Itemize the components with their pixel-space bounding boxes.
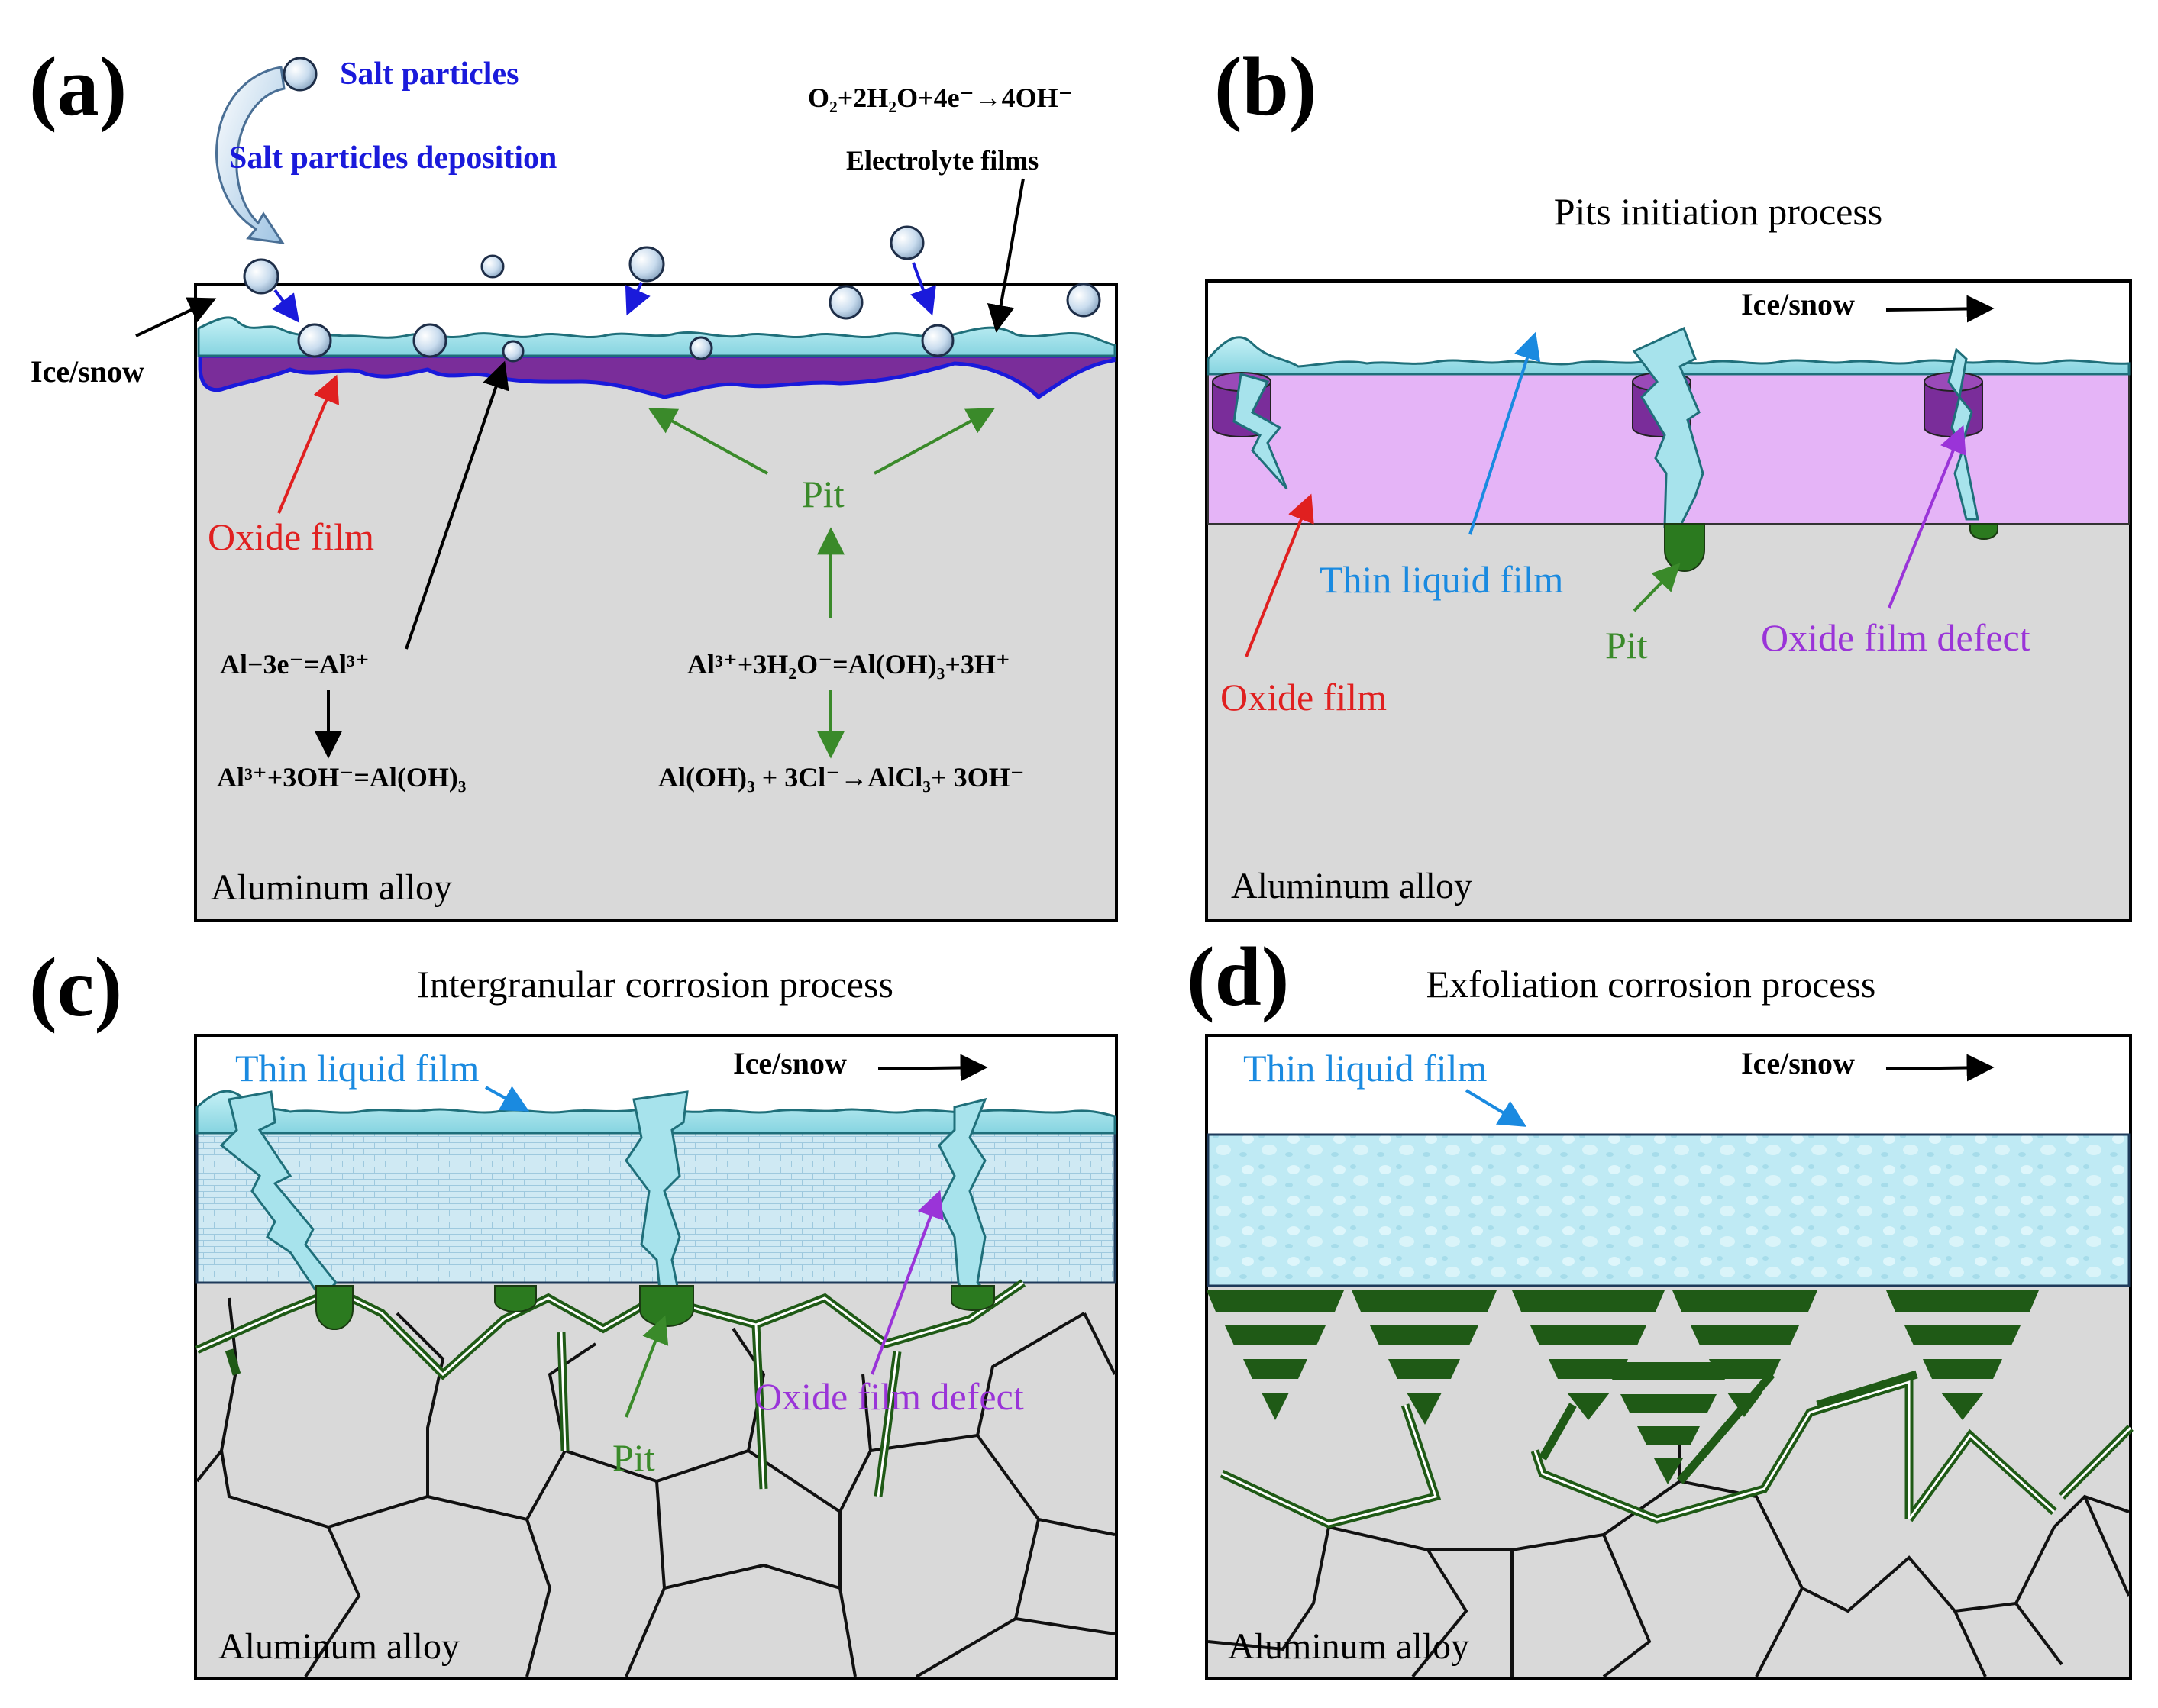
- alloy-label: Aluminum alloy: [1228, 1626, 1469, 1667]
- panel-a-label: (a): [29, 40, 127, 133]
- ice-snow-label: Ice/snow: [733, 1046, 847, 1080]
- deposition-curved-arrow: [215, 66, 286, 244]
- salt-deposition-label: Salt particles deposition: [229, 140, 557, 176]
- salt-particle-icon: [283, 57, 318, 92]
- electrolyte-films-arrow: [987, 178, 1025, 333]
- thin-liquid-film-label: Thin liquid film: [235, 1047, 480, 1090]
- anodic-reaction: Al−3e⁻=Al³⁺: [220, 649, 370, 680]
- oxide-defect-label: Oxide film defect: [754, 1375, 1024, 1418]
- crack-shape: [625, 1090, 689, 1300]
- deposition-arrow: [625, 282, 651, 316]
- oxide-defect-arrow: [1888, 425, 1966, 609]
- ice-snow-direction-arrow: [1885, 1054, 1995, 1082]
- oxide-film-label: Oxide film: [208, 515, 374, 558]
- panel-a: (a) Salt particles Salt particles deposi…: [29, 40, 1118, 922]
- pit-arrow: [625, 1315, 669, 1418]
- pit-shape: [494, 1285, 537, 1312]
- ice-snow-direction-arrow: [877, 1054, 988, 1082]
- panel-d-title: Exfoliation corrosion process: [1426, 963, 1876, 1006]
- thin-liquid-film-arrow: [485, 1086, 530, 1112]
- pit-shape: [639, 1285, 694, 1327]
- oxide-defect-arrow: [871, 1190, 944, 1375]
- salt-particle-icon: [628, 246, 665, 283]
- panel-b-title: Pits initiation process: [1554, 190, 1883, 233]
- pit-shape: [951, 1285, 995, 1311]
- intergranular-path-core: [1221, 1380, 2132, 1526]
- deposition-arrow: [272, 289, 300, 323]
- salt-particle-icon: [480, 254, 505, 279]
- oxide-film-label: Oxide film: [1220, 676, 1387, 718]
- chloride-reaction: Al(OH)₃ + 3Cl⁻→AlCl₃+ 3OH⁻: [658, 762, 1025, 793]
- salt-particles-label: Salt particles: [340, 57, 519, 92]
- oxide-film-arrow: [1245, 493, 1314, 657]
- grain-boundaries: [1207, 1443, 2131, 1678]
- oxide-film-arrow: [277, 374, 340, 514]
- crack-shape: [1632, 326, 1704, 528]
- liquid-film-layer: [1207, 1133, 2131, 1287]
- ice-snow-label: Ice/snow: [31, 354, 144, 389]
- salt-particle-icon: [829, 285, 864, 320]
- oxide-defect-label: Oxide film defect: [1761, 616, 2030, 659]
- exfoliation-wedges: [1207, 1290, 2039, 1484]
- salt-particle-icon: [243, 258, 279, 295]
- electrolyte-films-label: Electrolyte films: [846, 145, 1039, 176]
- pit-label: Pit: [612, 1436, 655, 1479]
- cathodic-reaction: O₂+2H₂O+4e⁻→4OH⁻: [808, 82, 1073, 113]
- ice-snow-arrow: [135, 297, 217, 337]
- hydroxide-reaction: Al³⁺+3OH⁻=Al(OH)₃: [217, 762, 467, 793]
- deposition-arrow: [910, 262, 936, 316]
- pit-arrow: [874, 408, 996, 475]
- oxide-film-layer: [198, 354, 1116, 400]
- exfoliation-wedge: [1207, 1290, 1344, 1420]
- pit-label: Pit: [802, 473, 845, 515]
- ice-snow-direction-arrow: [1885, 295, 1995, 323]
- salt-particle-icon: [412, 323, 447, 358]
- pit-arrow: [648, 408, 768, 475]
- pit-arrow: [1633, 563, 1681, 612]
- alloy-label: Aluminum alloy: [218, 1626, 460, 1667]
- exfoliation-wedge: [1604, 1362, 1733, 1484]
- alloy-label: Aluminum alloy: [211, 867, 452, 908]
- ice-snow-label: Ice/snow: [1741, 287, 1855, 321]
- alloy-label: Aluminum alloy: [1231, 866, 1472, 906]
- anodic-arrow: [405, 360, 509, 650]
- panel-d-label: (d): [1187, 930, 1289, 1023]
- panel-d: (d) Exfoliation corrosion process: [1187, 930, 2134, 1680]
- salt-particle-icon: [1066, 283, 1101, 318]
- salt-particle-icon: [297, 323, 332, 358]
- panel-b: (b) Pits initiation process Ice/snow Thi…: [1205, 40, 2132, 922]
- panel-c-label: (c): [29, 941, 122, 1034]
- alloy-substrate: [197, 357, 1115, 919]
- thin-liquid-film-arrow: [1468, 331, 1541, 535]
- panel-b-label: (b): [1214, 40, 1316, 133]
- pit-label: Pit: [1605, 624, 1648, 667]
- thin-liquid-film-label: Thin liquid film: [1243, 1047, 1488, 1090]
- thin-liquid-film-arrow: [1465, 1089, 1527, 1127]
- pit-shape: [1969, 523, 1998, 540]
- salt-particles-group: [243, 225, 1101, 363]
- exfoliation-wedge: [1352, 1290, 1497, 1425]
- crack-shape: [1232, 373, 1288, 490]
- salt-particle-icon: [689, 336, 713, 360]
- ice-snow-label: Ice/snow: [1741, 1046, 1855, 1080]
- hydrolysis-reaction: Al³⁺+3H₂O⁻=Al(OH)₃+3H⁺: [687, 649, 1010, 680]
- exfoliation-wedge: [1886, 1290, 2039, 1420]
- panel-c: (c) Intergranular corrosion process: [29, 941, 1118, 1680]
- salt-particle-icon: [890, 225, 925, 260]
- panel-c-title: Intergranular corrosion process: [417, 963, 893, 1006]
- salt-particle-icon: [502, 340, 525, 363]
- salt-particle-icon: [921, 324, 955, 357]
- pit-shape: [1664, 523, 1705, 572]
- thin-liquid-film-label: Thin liquid film: [1320, 558, 1564, 601]
- pit-shape: [315, 1285, 354, 1330]
